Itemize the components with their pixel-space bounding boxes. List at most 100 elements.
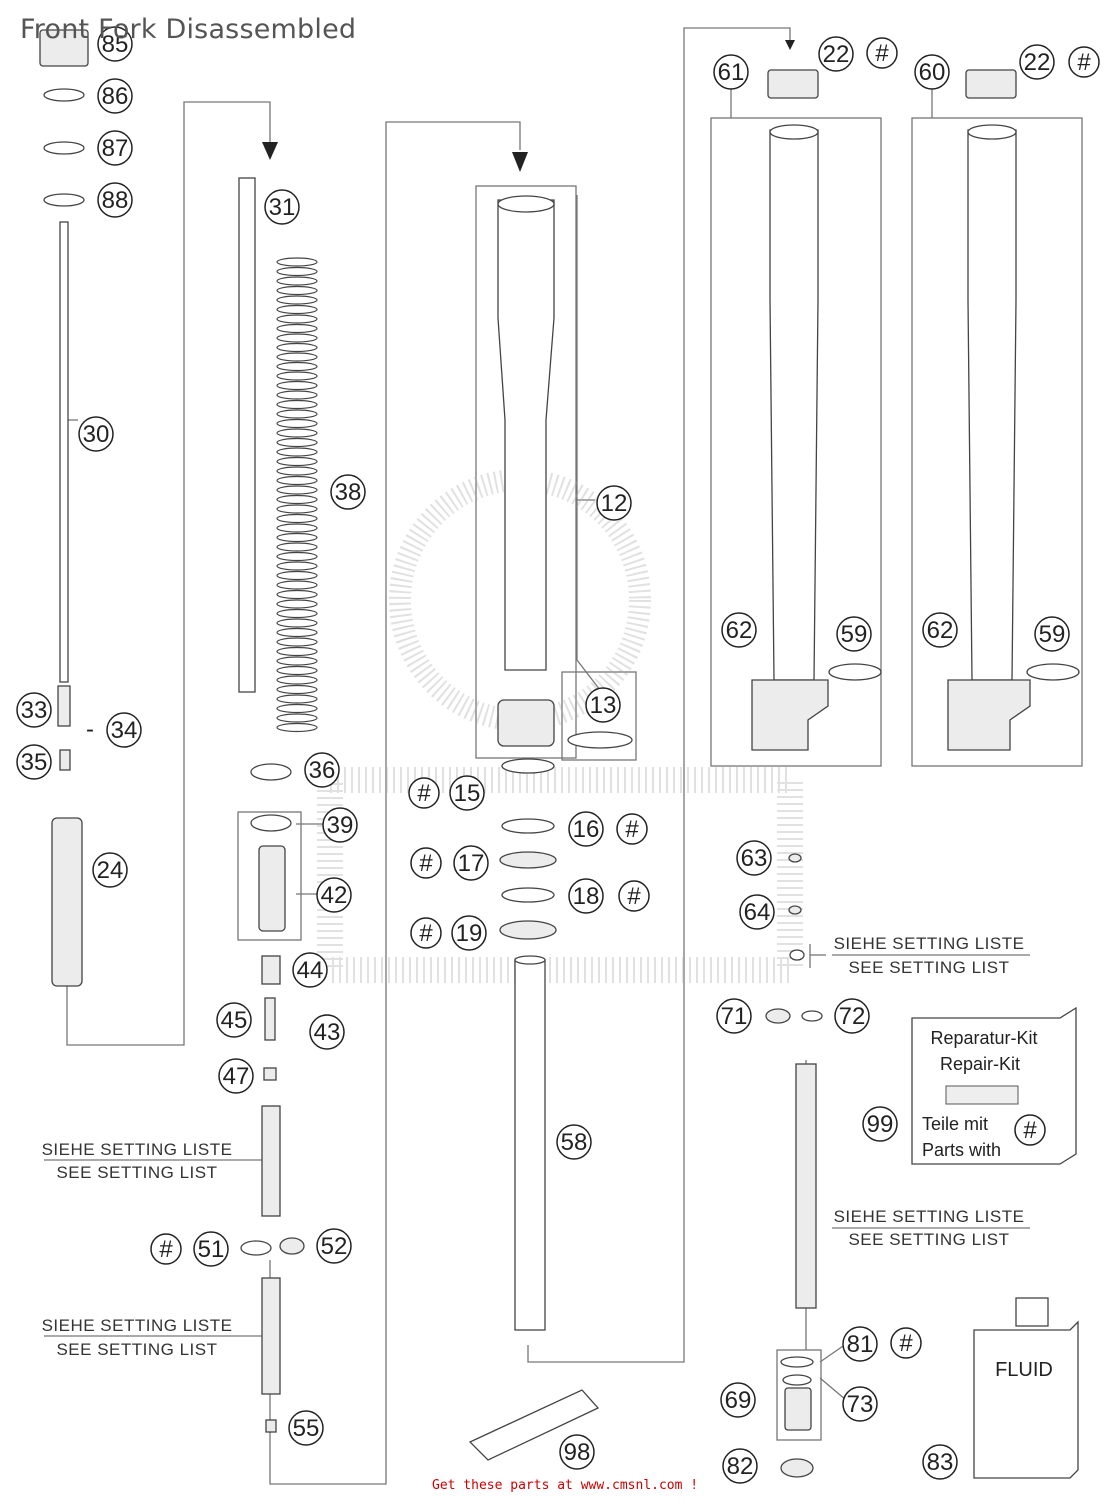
shim-stack-part: [261, 1105, 281, 1217]
setting-note-left-1: SIEHE SETTING LISTE SEE SETTING LIST: [42, 1140, 232, 1182]
watermark: [317, 469, 803, 983]
callout-17: 17: [458, 850, 485, 877]
callout-22a-circle: [818, 36, 854, 72]
shim-stack-part: [261, 1277, 281, 1395]
callout-36-circle: [304, 752, 340, 788]
hash-badge: #: [875, 40, 889, 67]
hash-badge-circle: [616, 813, 648, 845]
callout-51: 51: [198, 1236, 225, 1263]
setting-note-right-1: SIEHE SETTING LISTE SEE SETTING LIST: [834, 934, 1025, 977]
hash-badge-circle: [1068, 46, 1100, 78]
fork-leg-right: [947, 69, 1080, 751]
callout-30-circle: [78, 416, 114, 452]
center-parts: [468, 195, 633, 1461]
hash-badge: #: [419, 850, 433, 877]
fluid-label: FLUID: [995, 1359, 1053, 1381]
base-valve-part: [784, 1387, 812, 1431]
kit-parts-en: Parts with: [922, 1140, 1001, 1160]
washer-part: [43, 141, 85, 155]
callout-61: 61: [718, 59, 745, 86]
callout-45: 45: [221, 1007, 248, 1034]
inner-tube-part: [497, 199, 555, 671]
callout-35: 35: [21, 749, 48, 776]
callout-44-circle: [292, 952, 328, 988]
callout-81: 81: [847, 1331, 874, 1358]
hash-badge-circle: [410, 917, 442, 949]
callout-52: 52: [321, 1233, 348, 1260]
footer-link[interactable]: Get these parts at www.cmsnl.com !: [432, 1478, 699, 1493]
callout-98: 98: [564, 1439, 591, 1466]
grease-tube-part: [468, 1389, 600, 1461]
callout-99-circle: [862, 1106, 898, 1142]
callout-64: 64: [744, 899, 771, 926]
callout-36: 36: [309, 757, 336, 784]
callout-60: 60: [919, 59, 946, 86]
callout-22a: 22: [823, 41, 850, 68]
hash-badge-circle: [618, 880, 650, 912]
callout-58: 58: [561, 1129, 588, 1156]
o-ring-part: [567, 731, 633, 749]
spring-small-part: [59, 749, 71, 771]
callout-22b: 22: [1024, 49, 1051, 76]
callout-30: 30: [83, 421, 110, 448]
hash-badge: [1014, 1114, 1046, 1146]
cartridge-part: [51, 817, 83, 987]
callout-33: 33: [21, 697, 48, 724]
callout-63-circle: [736, 840, 772, 876]
callout-59b-circle: [1034, 616, 1070, 652]
callout-81-circle: [842, 1326, 878, 1362]
spring-small-part: [261, 955, 281, 985]
repair-kit-box: Reparatur-Kit Repair-Kit Teile mit Parts…: [911, 1006, 1077, 1165]
callout-12: 12: [601, 490, 628, 517]
callout-82: 82: [727, 1453, 754, 1480]
callout-87-circle: [97, 130, 133, 166]
setting-note-left-2: SIEHE SETTING LISTE SEE SETTING LIST: [42, 1316, 232, 1359]
callout-47-circle: [218, 1058, 254, 1094]
callout-24: 24: [97, 857, 124, 884]
callout-34-circle: [106, 712, 142, 748]
arrow-down-icon: [785, 40, 795, 50]
callout-12-circle: [596, 485, 632, 521]
callout-17-circle: [453, 845, 489, 881]
dash-mark: -: [86, 716, 94, 743]
hash-badge: #: [1077, 49, 1091, 76]
hash-badge-circle: [866, 37, 898, 69]
callout-62a: 62: [726, 617, 753, 644]
callout-71: 71: [721, 1003, 748, 1030]
ktm-logo: [945, 1085, 1019, 1105]
fork-cap-part: [39, 29, 89, 67]
callout-55-circle: [288, 1410, 324, 1446]
svg-text:SEE SETTING LIST: SEE SETTING LIST: [848, 1230, 1009, 1249]
callout-64-circle: [739, 894, 775, 930]
right-small-parts: [765, 853, 823, 1478]
lower-tube-part: [514, 959, 546, 1331]
callout-22b-circle: [1019, 44, 1055, 80]
bushing-part: [497, 699, 555, 747]
callout-47: 47: [223, 1063, 250, 1090]
callout-73: 73: [847, 1391, 874, 1418]
callout-31: 31: [269, 194, 296, 221]
callout-19-circle: [451, 915, 487, 951]
setting-note-right-2: SIEHE SETTING LISTE SEE SETTING LIST: [834, 1207, 1025, 1249]
callout-45-circle: [216, 1002, 252, 1038]
leader-lines: [44, 27, 1083, 1485]
callout-15: 15: [454, 780, 481, 807]
hash-badge-circle: [890, 1327, 922, 1359]
svg-text:SIEHE SETTING LISTE: SIEHE SETTING LISTE: [834, 934, 1025, 953]
washer-part: [43, 88, 85, 102]
callout-44: 44: [297, 957, 324, 984]
callout-39: 39: [327, 812, 354, 839]
hash-badge: #: [899, 1330, 913, 1357]
callout-42-circle: [316, 877, 352, 913]
callout-31-circle: [264, 189, 300, 225]
callout-19: 19: [456, 920, 483, 947]
svg-text:SIEHE SETTING LISTE: SIEHE SETTING LISTE: [834, 1207, 1025, 1226]
nut-part: [263, 1067, 277, 1081]
lower-left-parts: [240, 763, 305, 1433]
hash-badge-circle: [410, 847, 442, 879]
callout-83-circle: [922, 1444, 958, 1480]
callout-38: 38: [335, 479, 362, 506]
callout-24-circle: [92, 852, 128, 888]
arrow-down-icon: [512, 152, 528, 172]
